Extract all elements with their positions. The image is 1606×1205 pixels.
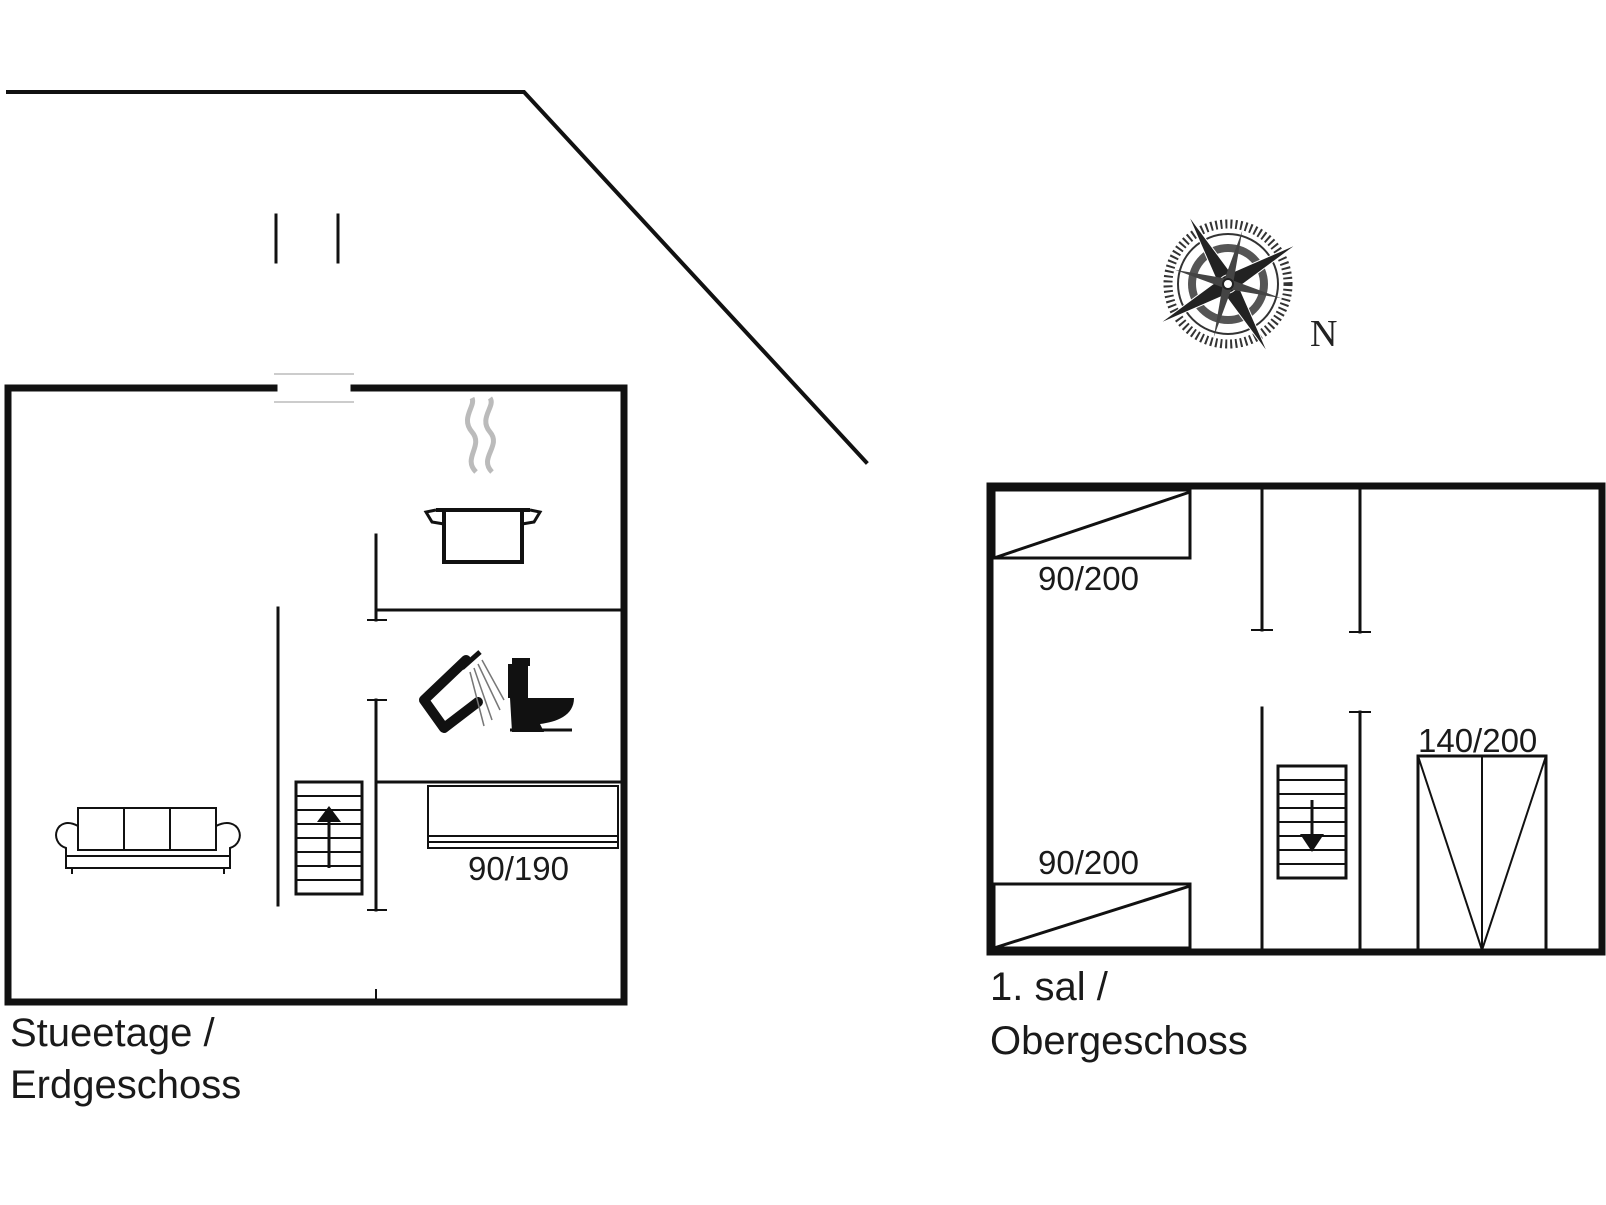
cooking-pot-icon — [423, 396, 543, 564]
bed-dimension-label: 90/190 — [468, 850, 569, 887]
ground-floor-plan: 90/190 Stueetage — [4, 373, 628, 1107]
ground-floor-label-line1: Stueetage / — [10, 1011, 215, 1055]
upper-floor-label-line1: 1. sal / — [990, 965, 1109, 1009]
stairs-up-icon — [294, 780, 364, 896]
bed-icon — [1416, 754, 1548, 952]
bed-dimension-label: 90/200 — [1038, 560, 1139, 597]
bed-icon — [992, 882, 1192, 950]
ground-floor-label-line2: Erdgeschoss — [10, 1063, 241, 1107]
bed-icon — [992, 488, 1192, 560]
toilet-icon — [508, 658, 574, 732]
shower-icon — [419, 650, 505, 733]
upper-floor-label-line2: Obergeschoss — [990, 1019, 1248, 1063]
compass-rose-icon — [1158, 214, 1298, 354]
bed-dimension-label: 140/200 — [1418, 722, 1537, 759]
north-label: N — [1310, 313, 1337, 355]
sofa-icon — [55, 807, 241, 874]
upper-floor-plan: 90/200 90/200 — [986, 482, 1606, 1063]
bed-dimension-label: 90/200 — [1038, 844, 1139, 881]
stairs-down-icon — [1276, 764, 1348, 880]
entrance-door — [274, 373, 354, 403]
bed-icon — [427, 785, 619, 849]
terrace-outline — [6, 90, 869, 465]
